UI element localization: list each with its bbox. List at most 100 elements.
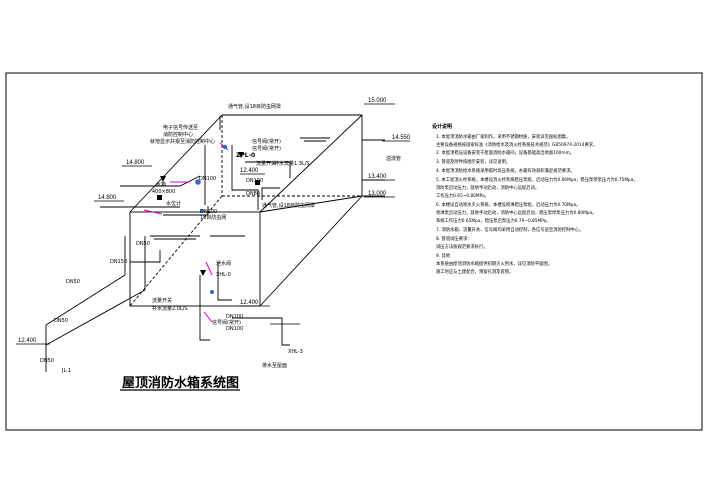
magenta-pipe-3 [205,261,213,276]
label-flow-1: 流量开关 [256,160,276,167]
label-vent-top: 通气管,设18目防虫网罩 [228,103,281,110]
note-line: 5. 本工程消火栓系统，本楼设消火栓系统稳压泵组，启动压力为0.66Mpa，稳压… [436,176,638,183]
note-line: 7. 消防水箱、流量开关、信号阀均采用自动控制，各信号送至消防控制中心。 [436,226,583,233]
label-valve-2: 信号阀(常开) [252,145,281,152]
elev-13000: 13.000 [368,191,387,197]
label-zpl: ZPL-0 [236,152,255,159]
magenta-pipe-4 [203,311,213,323]
tank-front-face [129,211,261,307]
label-flow-2: 补水流量1.3L/S [274,160,310,167]
label-dn100-d: DN100 [246,178,263,184]
gauge-icon [195,179,201,185]
inlet-pipe-2 [245,161,291,178]
valve-markers [143,142,229,323]
note-line: 工作压力0.65~0.80MPa。 [436,192,489,199]
branch-pipe-1 [130,250,161,263]
note-line: 系统工作压力0.65Mpa，稳压泵启泵压力0.70~0.85MPa。 [436,217,551,224]
label-overflow: 溢流管 [386,155,401,162]
label-fire-centre-2: 消防控制中心 [163,131,193,138]
gauge-icon-3 [210,290,214,294]
label-dn50-a: DN50 [136,241,150,247]
label-tank-gauge: 水位计 [166,200,181,207]
note-line: 4. 本屋顶消防给水系统采用临时高压系统，水箱有效容积满足规范要求。 [436,167,575,174]
tank-right-bottom-edge [259,195,363,307]
elev-14800: 14.800 [126,160,145,166]
label-dn150: DN150 [110,259,127,265]
main-pipe-low [163,206,209,216]
elev-12400-c: 12.400 [240,300,259,306]
label-fh1: XHL-0 [216,272,231,278]
note-line: 3. 管道及附件按图示安装，详见说明。 [436,158,510,165]
elevation-labels: 15.000 14.550 13.400 13.000 14.800 14.80… [18,98,411,344]
magenta-pipe-1 [143,209,163,215]
riser-diagonal-2 [45,236,146,346]
label-dn100-b: DN100 [226,326,243,332]
tank-right-top [259,195,363,213]
tank-hidden-edge-3 [129,195,223,307]
label-jl1: JL-1 [61,368,71,374]
label-fh2: XHL-3 [288,349,303,355]
note-line: 施工时应与土建配合，预留孔洞及套管。 [436,268,513,275]
drawing-title: 屋顶消防水箱系统图 [122,375,239,391]
inlet-pipe-1 [231,145,259,210]
elev-15000: 15.000 [368,98,387,104]
elev-12400-a: 12.400 [240,168,259,174]
check-valve-icon-1 [160,176,166,182]
valve-icon-2 [255,180,260,185]
label-tank-note-2: 400×800 [152,189,175,195]
label-dn50-b: DN50 [66,279,80,285]
label-flow-3: 流量开关 [152,297,172,304]
check-valve-icon-3 [200,270,206,276]
elev-14800b: 14.800 [98,195,117,201]
elev-12400-b: 12.400 [18,338,37,344]
gauge-icon-4 [200,209,204,213]
note-line: 消防泵启动压力，就地手动启动，消防中心远程启动。 [436,184,539,191]
note-line: 1. 本屋顶消防水箱由厂家制作，采用不锈钢材质，安装详见国标图集。 [436,133,570,140]
note-line: 2. 本屋顶稳压设备安装于屋面消防水箱间，设备基础高出地面100mm。 [436,149,574,156]
label-vent-mid: 通气管,设18目防虫网罩 [262,202,315,209]
outlet-pipe-1 [199,275,210,341]
drawing-frame [5,72,703,431]
pipe-labels: 通气管,设18目防虫网罩 通气管,设18目防虫网罩 电子信号传送至 消防控制中心… [40,103,401,374]
fire-water-tank [129,114,363,307]
label-drain-1: 泄水阀 [216,260,231,267]
main-pipe-upper [120,175,201,187]
label-valve-1: 信号阀(常开) [252,138,281,145]
note-line: 9. 其他 [436,252,451,259]
label-dn50-c: DN50 [54,318,68,324]
design-notes: 设计说明 1. 本屋顶消防水箱由厂家制作，采用不锈钢材质，安装详见国标图集。 主… [432,123,638,275]
outlet-pipe-3 [232,317,290,346]
label-fire-centre-1: 电子信号传送至 [163,124,198,131]
label-flow-4: 补水流量2.0L/S [152,305,188,312]
vent-pipe-mid [261,187,280,200]
elev-13400: 13.400 [368,174,387,180]
note-line: 试压方法按规范要求执行。 [436,243,488,250]
riser-diagonal-1 [45,236,126,326]
valve-icon-1 [157,195,162,200]
note-line: 6. 本楼设自动喷水灭火系统，本楼设喷淋稳压泵组，启动压力为0.70Mpa。 [436,201,580,208]
gauge-markers [195,144,228,294]
gauge-icon-2 [222,144,228,150]
note-line: 主要设备规格按国家标准《消防给水及消火栓系统技术规范》GB50974-2014要… [436,141,597,148]
label-vent-net: 18目防虫网 [200,214,226,221]
notes-heading: 设计说明 [432,123,452,130]
label-dn100-c: DN100 [199,176,216,182]
label-valve-3: 信号阀(常开) [212,319,241,326]
tank-top-left-edge [129,114,223,213]
elev-14550: 14.550 [392,135,411,141]
check-valves [157,152,260,276]
label-fire-centre-3: 就地显示并报至消防控制中心 [150,138,215,145]
label-dn100-e: DN100 [200,209,217,215]
label-dn100-a: DN100 [226,314,243,320]
note-line: 8. 管道试压要求： [436,235,472,242]
note-line: 喷淋泵启动压力，就地手动启动，消防中心远程启动，稳压泵停泵压力为0.80Mpa。 [436,209,596,216]
pipe-network [45,116,385,372]
ground-lines [16,103,410,345]
label-tank-note-1: 水箱 [156,181,166,188]
outlet-pipe-2 [217,262,232,301]
label-drain-2: 排水至屋面 [262,362,287,369]
check-valve-icon-2 [238,152,244,158]
note-line: 本系统由屋顶消防水箱提供初期灭火用水，详见消防平面图。 [436,260,552,267]
label-dn80: DN80 [246,191,260,197]
